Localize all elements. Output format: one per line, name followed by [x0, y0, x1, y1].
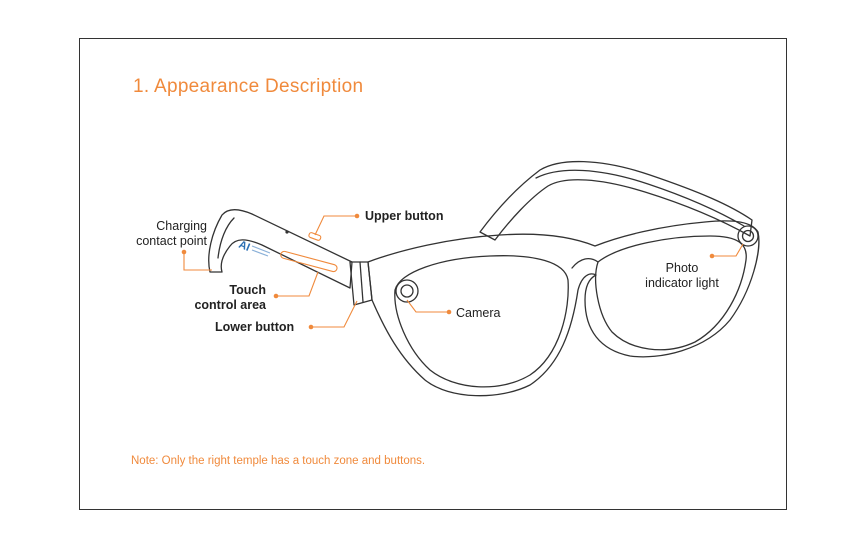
- near-temple: [208, 208, 353, 289]
- footnote: Note: Only the right temple has a touch …: [131, 455, 426, 467]
- label-camera: Camera: [456, 306, 501, 320]
- label-touch-control: Touch control area: [170, 283, 266, 313]
- label-photo-indicator: Photo indicator light: [634, 261, 730, 291]
- indicator-light-inner: [741, 229, 755, 243]
- label-upper-button: Upper button: [365, 209, 444, 223]
- temple-logo: AI: [237, 239, 252, 254]
- right-lens: [595, 235, 747, 351]
- label-charging-line1: Charging: [156, 219, 207, 233]
- left-lens: [394, 255, 569, 388]
- upper-button-shape: [308, 232, 322, 241]
- label-touch-line1: Touch: [229, 283, 266, 297]
- camera-lens-inner: [400, 284, 414, 298]
- label-lower-button: Lower button: [215, 320, 295, 334]
- label-photo-line2: indicator light: [645, 276, 719, 290]
- section-title: 1. Appearance Description: [133, 76, 364, 97]
- touch-strip: [280, 250, 338, 273]
- label-photo-line1: Photo: [665, 261, 699, 275]
- diagram-frame: [79, 38, 787, 510]
- label-charging-contact: Charging contact point: [115, 219, 207, 249]
- front-frame: [367, 220, 760, 397]
- label-charging-line2: contact point: [136, 234, 207, 248]
- indicator-light-outer: [737, 225, 759, 247]
- camera-lens-outer: [395, 279, 419, 303]
- far-temple-inner: [535, 169, 745, 227]
- far-temple: [479, 160, 753, 241]
- label-touch-line2: control area: [194, 298, 266, 312]
- temple-bend-inner: [217, 217, 235, 259]
